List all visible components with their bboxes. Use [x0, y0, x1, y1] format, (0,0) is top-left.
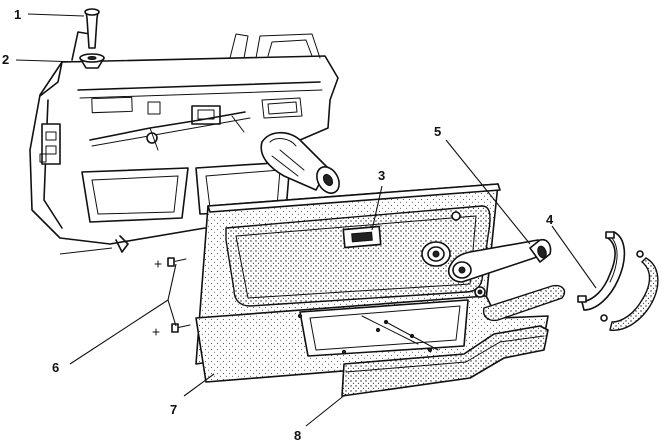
callout-5: 5 [434, 124, 441, 139]
pull-handle-cover [474, 284, 566, 322]
pull-handle [577, 231, 659, 331]
leader-lines [15, 13, 597, 427]
window-crank-handle [447, 238, 552, 283]
callout-8: 8 [294, 428, 301, 443]
window-regulator-winder [260, 131, 340, 194]
screw-upper [167, 257, 187, 267]
callout-2: 2 [2, 52, 9, 67]
screw-lower [171, 323, 191, 333]
lock-knob [84, 8, 100, 49]
callout-7: 7 [170, 402, 177, 417]
door-inner-frame [29, 31, 339, 255]
callout-1: 1 [14, 7, 21, 22]
door-trim-lower-panel [195, 295, 549, 383]
callout-4: 4 [546, 212, 554, 227]
armrest-pocket [341, 325, 549, 397]
callout-6: 6 [52, 360, 59, 375]
knob-ferrule [79, 53, 105, 69]
callout-3: 3 [378, 168, 385, 183]
